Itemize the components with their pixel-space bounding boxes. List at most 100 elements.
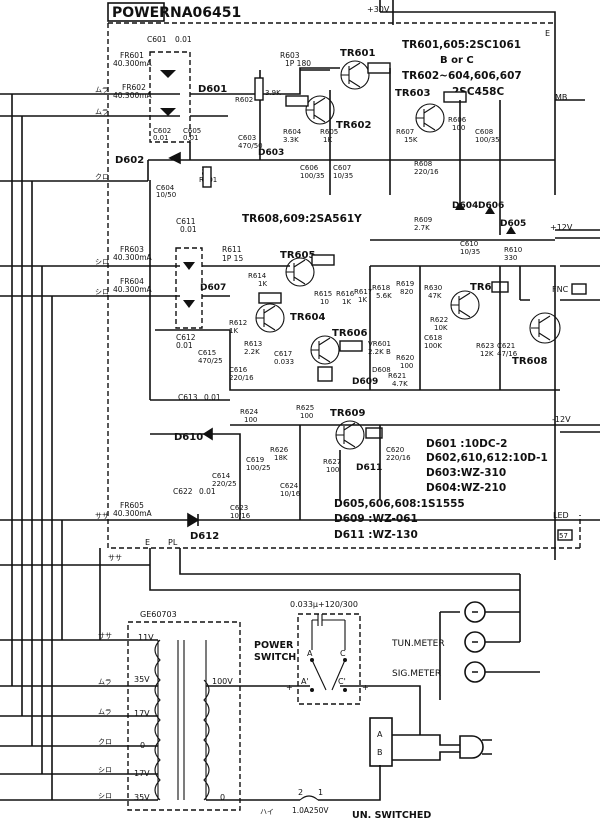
fuse-rating: 1.0A250V [292, 806, 329, 815]
tr608-leads [531, 315, 551, 341]
fr605-val: 40.300mA [113, 509, 153, 518]
r613-val: 2.2K [244, 348, 260, 356]
rail-led-label: LED [553, 511, 569, 520]
c602-val: 0.01 [153, 134, 169, 142]
r626-val: 18K [274, 454, 288, 462]
tr603-label: TR603 [395, 88, 430, 99]
d606-label: D606 [478, 201, 504, 211]
r605-val: 1K [323, 136, 332, 144]
r614-label: R614 [248, 272, 267, 280]
meter-wires [439, 574, 540, 700]
switch-plus2: + [362, 683, 369, 692]
pl-label: PL [168, 538, 178, 547]
tr604-label: TR604 [290, 312, 325, 323]
r625-val: 100 [300, 412, 313, 420]
tag-13: シロ [98, 792, 112, 800]
tap-3: 17V [134, 709, 150, 718]
header-power: POWER [112, 5, 170, 21]
tr604-leads [256, 305, 276, 331]
c613-label: C613 [178, 393, 198, 402]
ac-plug-icon [459, 735, 492, 759]
tap-6: 35V [134, 793, 150, 802]
c611-label: C611 [176, 217, 196, 226]
outlet-b: B [377, 748, 383, 757]
header-box [107, 2, 165, 22]
tr604-pin [258, 292, 282, 304]
vr601-label: VR601 [368, 340, 391, 348]
c612-label: C612 [176, 333, 196, 342]
tag-9: ムラ [98, 678, 112, 686]
r604-val: 3.3K [283, 136, 299, 144]
transformer-core [177, 640, 185, 800]
d601-diodes [160, 70, 176, 116]
r602-val: 3.9K [265, 89, 281, 97]
r602-label: R602 [235, 96, 253, 104]
switch-capacitor [311, 614, 346, 650]
rail-mb-label: MB [555, 93, 567, 102]
sig-meter-label: SIG.METER [392, 669, 441, 679]
c614-val: 220/25 [212, 480, 237, 488]
switch-label-2: SWITCH [254, 652, 296, 663]
tr603-pin [443, 91, 467, 103]
tr601-pin [367, 62, 391, 74]
r614-val: 1K [258, 280, 267, 288]
c601-label: C601 [147, 35, 167, 44]
r605-label: R605 [320, 128, 338, 136]
rail-plus30 [379, 0, 556, 195]
r618-label: R618 [372, 284, 390, 292]
diode-note-3: D603:WZ-310 [426, 467, 506, 479]
reg1-bus [260, 68, 420, 195]
switch-node-4 [343, 688, 347, 692]
d601-label: D601 [198, 84, 227, 95]
power-switch-box [297, 613, 361, 705]
r610-val: 330 [504, 254, 517, 262]
tr606-pin [339, 340, 363, 352]
switch-node-3 [310, 688, 314, 692]
c611-val: 0.01 [180, 225, 197, 234]
r608-val: 220/16 [414, 168, 439, 176]
r627-val: 100 [326, 466, 339, 474]
r612-val: 1K [229, 327, 238, 335]
tag-10: ムラ [98, 708, 112, 716]
mid-wires [149, 180, 560, 401]
c609-val: 100 [452, 124, 465, 132]
fr601-label: FR601 [120, 51, 144, 60]
d609-label: D609 [352, 377, 378, 387]
d608-label: D608 [372, 366, 391, 374]
r612-label: R612 [229, 319, 247, 327]
c602-label: C602 [153, 127, 171, 135]
c606-val: 100/35 [300, 172, 325, 180]
tr609-pin [365, 427, 383, 439]
rail-minus12-label: -12V [552, 415, 571, 424]
d607-label: D607 [200, 283, 226, 293]
c618-val: 100K [424, 342, 442, 350]
meter-lamp-bulbs [472, 611, 478, 673]
fr601-val: 40.300mA [113, 59, 153, 68]
r619-val: 820 [400, 288, 413, 296]
led-pin [557, 529, 573, 541]
tag-8: ササ [108, 554, 122, 562]
tr607-wires [499, 266, 530, 390]
diode-note-5: D605,606,608:1S1555 [334, 498, 465, 510]
tr603-leads [416, 105, 436, 131]
tr602-leads [306, 97, 326, 123]
r606-label: R606 [448, 116, 467, 124]
d611-inline: D611 [356, 463, 382, 473]
c621-val: 47/16 [497, 350, 518, 358]
tr-note-1: TR601,605:2SC1061 [402, 39, 521, 51]
tag-7: ササ [98, 632, 112, 640]
c624-label: C624 [280, 482, 299, 490]
vr601-val: 2.2K B [368, 348, 391, 356]
r623-val: 12K [480, 350, 494, 358]
r620-val: 100 [400, 362, 413, 370]
c606-label: C606 [300, 164, 319, 172]
tr-note-3: TR602~604,606,607 [402, 70, 522, 82]
fr603-label: FR603 [120, 245, 144, 254]
fuse-num2: 1 [318, 788, 323, 797]
r615-label: R615 [314, 290, 332, 298]
c620-label: C620 [386, 446, 404, 454]
r610-label: R610 [504, 246, 522, 254]
secondary-wires [0, 639, 158, 801]
outlet-label: UN. SWITCHED [352, 810, 431, 821]
